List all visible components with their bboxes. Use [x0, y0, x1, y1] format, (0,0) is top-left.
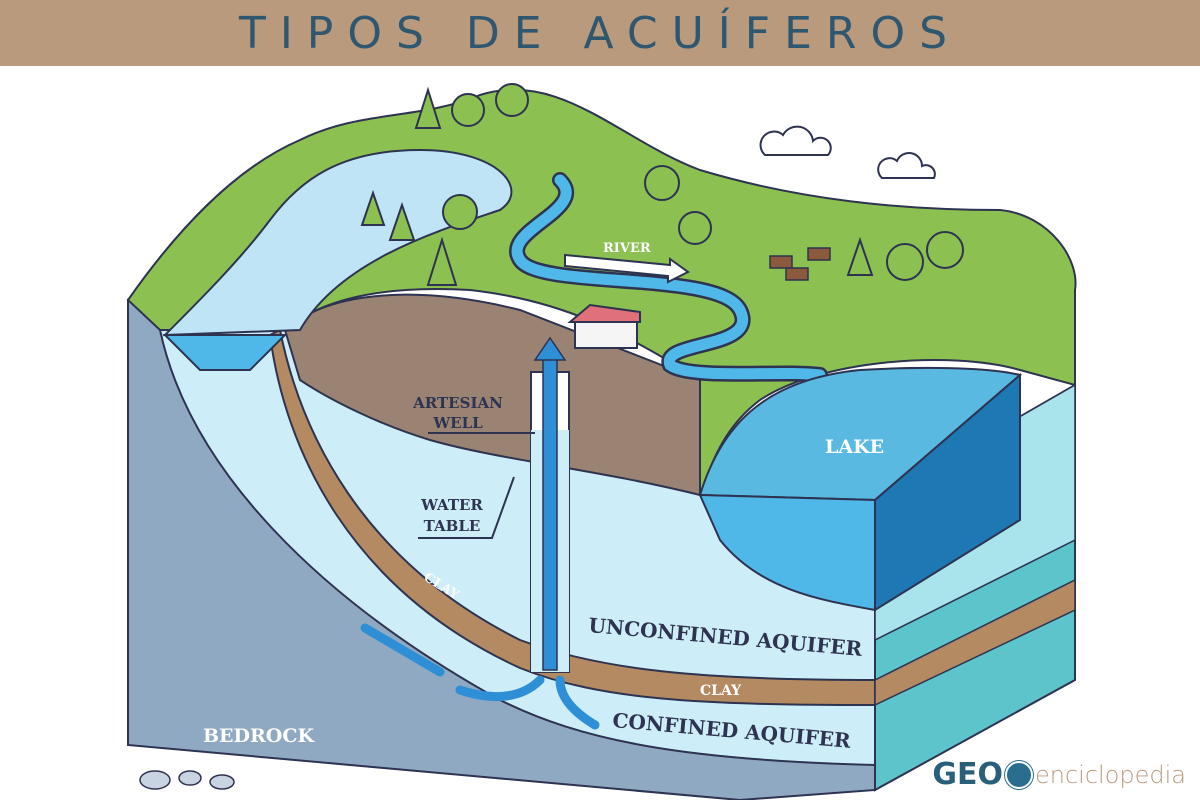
river-label: RIVER	[603, 241, 651, 256]
lake-surface	[698, 366, 1023, 502]
house-icon	[567, 303, 641, 349]
river-arrow-icon	[564, 253, 690, 284]
artesian-well-label-1: ARTESIAN	[412, 394, 503, 412]
clay-lower-label: CLAY	[700, 683, 742, 699]
well-arrow-up-icon	[533, 336, 567, 361]
logo-text: enciclopedia	[1035, 760, 1186, 789]
water-table-leader	[418, 476, 515, 539]
geoenciclopedia-logo: GEO enciclopedia	[932, 757, 1186, 792]
river-water	[511, 174, 826, 381]
page-title: TIPOS DE ACUÍFEROS	[238, 7, 962, 59]
flow-arrow-2-icon	[455, 675, 545, 702]
flow-arrow-3-icon	[555, 675, 600, 730]
lake-front	[698, 493, 876, 612]
rocks-icon	[139, 770, 235, 790]
lake-label: LAKE	[825, 436, 884, 458]
right-face-clay	[874, 578, 1076, 707]
bedrock-label: BEDROCK	[203, 725, 315, 747]
clouds-icon	[759, 125, 936, 179]
artesian-well-flow	[542, 354, 558, 671]
flow-arrow-1-icon	[360, 623, 445, 677]
logo-bold-text: GEO	[932, 757, 1003, 792]
upper-lake	[162, 148, 513, 337]
title-bar: TIPOS DE ACUÍFEROS	[0, 0, 1200, 66]
globe-icon	[1005, 760, 1033, 789]
upper-lake-section	[162, 334, 288, 371]
trees	[360, 83, 964, 286]
water-table-label-1: WATER	[420, 496, 483, 514]
water-table-label-2: TABLE	[424, 517, 481, 535]
cows-icon	[769, 247, 831, 281]
artesian-well-label-2: WELL	[432, 414, 483, 432]
